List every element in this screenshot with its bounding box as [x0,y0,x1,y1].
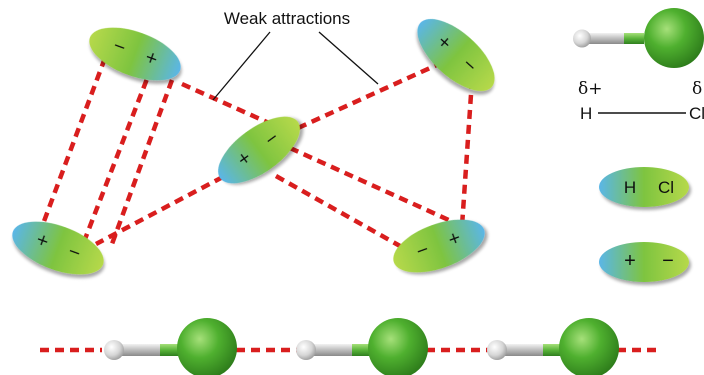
chain-molecule [487,318,619,375]
hcl-chain [40,318,662,375]
dipole-bottom-right: − + [393,219,485,273]
hydrogen-atom [487,340,507,360]
chlorine-atom [177,318,237,375]
attraction-line [274,174,402,248]
attraction-line [181,81,281,131]
hydrogen-atom [104,340,124,360]
chlorine-atom [644,8,704,68]
hcl-ellipse: H Cl [599,167,689,207]
hydrogen-atom [296,340,316,360]
attraction-line [459,79,475,227]
ellipse-chlorine-label: Cl [658,178,674,197]
charge-ellipse: + − [599,242,689,282]
weak-attractions-callout: Weak attractions [212,9,379,101]
attraction-line [77,65,155,253]
dipole-center: + − [218,116,300,184]
leader-line [212,31,271,101]
chlorine-atom [559,318,619,375]
ellipse-positive-sign: + [624,250,636,272]
chlorine-symbol: Cl [689,104,704,123]
ellipse-hydrogen-label: H [624,178,636,197]
ellipse-negative-sign: − [662,250,674,272]
dipole-top-right: + − [417,18,495,92]
partial-charge-bond: δ+ δ− H Cl [578,79,704,123]
attraction-line [37,57,108,233]
attraction-line [297,55,453,131]
leader-line [318,31,379,85]
chain-molecule [296,318,428,375]
chlorine-atom [368,318,428,375]
hydrogen-atom [573,29,591,48]
delta-plus-label: δ+ [578,79,602,99]
dipole-top-left: − + [89,27,181,81]
chain-molecule [104,318,237,375]
hydrogen-symbol: H [580,104,592,123]
attraction-line [289,145,463,229]
attraction-lines [37,55,475,253]
weak-attractions-label: Weak attractions [224,9,350,28]
hcl-ball-stick [573,8,704,68]
attraction-line [94,168,238,246]
dipole-bottom-left: + − [12,221,104,275]
delta-minus-label: δ− [692,79,704,99]
